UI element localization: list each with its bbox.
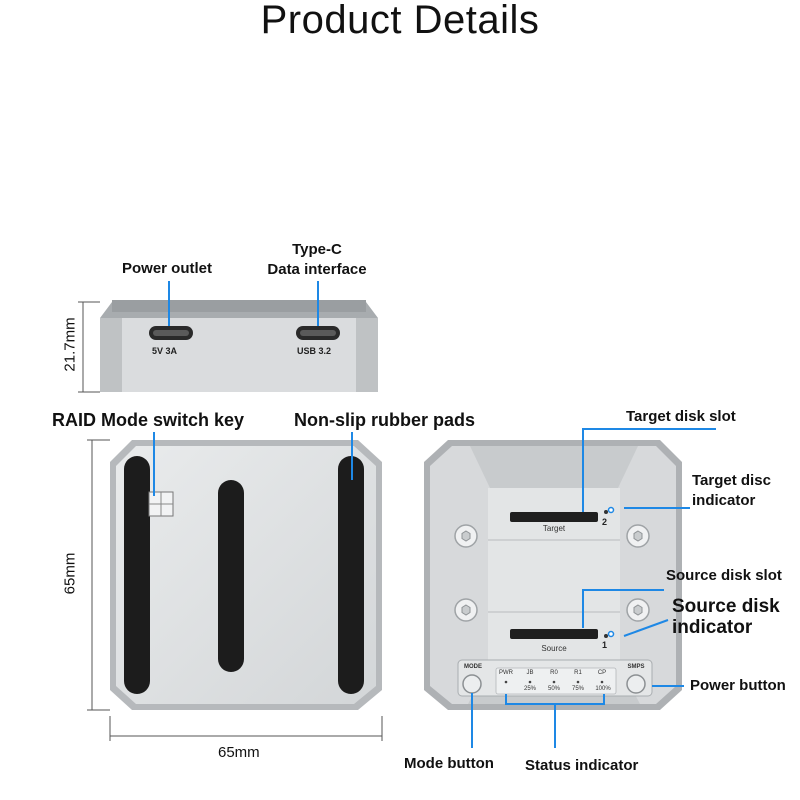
power-outlet-label: Power outlet <box>122 260 213 277</box>
bottom-view-device <box>110 440 382 710</box>
slot-target-text: Target <box>542 524 566 533</box>
rubber-pad-right <box>338 456 364 694</box>
rubber-pad-left <box>124 456 150 694</box>
typec-label-line2: Data interface <box>267 261 367 278</box>
source-indicator-label-line1: Source disk <box>672 596 780 617</box>
target-indicator-label-line2: indicator <box>692 492 756 509</box>
source-indicator-led <box>604 634 608 638</box>
height-dimension-label: 21.7mm <box>61 317 79 372</box>
dimension-lines-bottom <box>87 439 383 741</box>
slot-source-text: Source <box>541 644 567 653</box>
height-dimension-top <box>78 301 100 393</box>
status-bottom-75: 75% <box>571 686 584 692</box>
page-title: Product Details <box>260 0 540 42</box>
typec-label-line1: Type-C <box>292 241 342 258</box>
front-view-device <box>424 440 682 710</box>
front-leader-lines <box>471 428 716 748</box>
status-top-r0: R0 <box>550 670 558 676</box>
status-top-cp: CP <box>597 670 607 676</box>
bottom-leader-lines <box>153 432 353 496</box>
target-slot-label: Target disk slot <box>626 408 736 425</box>
status-top-jb: JB <box>526 670 534 676</box>
slot-target-number: 2 <box>602 517 608 527</box>
port1-text: 5V 3A <box>152 346 178 356</box>
mode-button[interactable] <box>462 674 482 694</box>
status-bottom-100: 100% <box>595 686 611 692</box>
source-slot-label: Source disk slot <box>666 567 782 584</box>
status-bottom-25: 25% <box>523 686 536 692</box>
smps-text: SMPS <box>627 664 645 670</box>
status-bottom-50: 50% <box>547 686 560 692</box>
status-top-pwr: PWR <box>499 670 513 676</box>
bottom-height-dimension-label: 65mm <box>61 552 79 595</box>
rubber-pads-label: Non-slip rubber pads <box>294 410 476 430</box>
status-top-r1: R1 <box>574 670 582 676</box>
mode-text: MODE <box>464 664 482 670</box>
target-indicator-led <box>604 510 608 514</box>
top-leader-lines <box>168 281 319 326</box>
raid-switch-label: RAID Mode switch key <box>52 410 245 430</box>
source-indicator-label-line2: indicator <box>672 617 753 638</box>
side-view-device <box>100 300 378 392</box>
rubber-pad-center <box>218 480 244 672</box>
slot-source-number: 1 <box>602 640 608 650</box>
target-slot <box>510 512 598 522</box>
status-indicator-label: Status indicator <box>525 757 639 774</box>
power-button[interactable] <box>626 674 646 694</box>
bottom-width-dimension-label: 65mm <box>218 744 260 761</box>
port2-text: USB 3.2 <box>297 346 332 356</box>
target-indicator-label-line1: Target disc <box>692 472 771 489</box>
mode-button-label: Mode button <box>404 755 494 772</box>
source-slot <box>510 629 598 639</box>
power-button-label: Power button <box>690 677 786 694</box>
